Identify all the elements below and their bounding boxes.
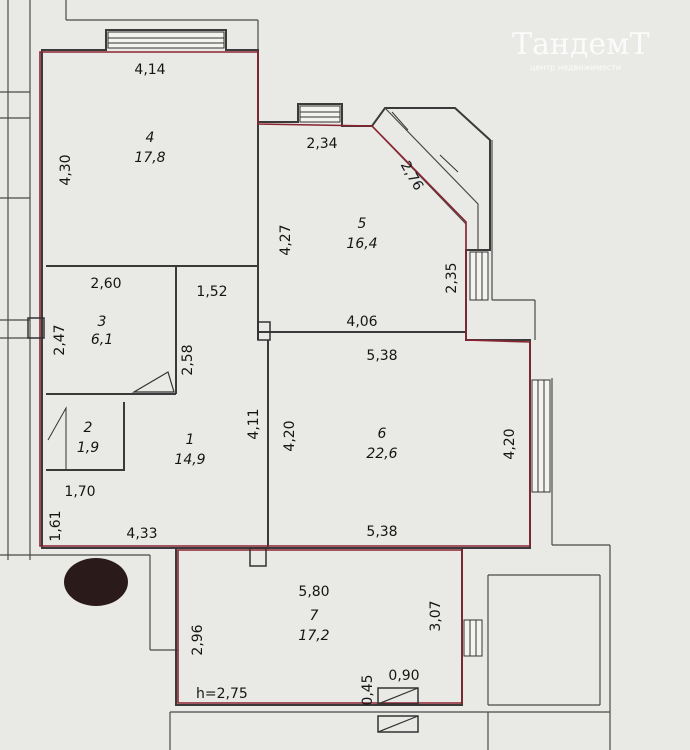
room-5-area: 16,4 [346,236,377,252]
room-labels: 4 17,8 5 16,4 3 6,1 2 1,9 1 14,9 6 22,6 … [77,130,398,644]
room-7-number: 7 [310,608,319,624]
dim-r1-bottom: 4,33 [126,526,157,542]
dim-r3-top: 2,60 [90,276,121,292]
windows [107,31,551,657]
room-1-number: 1 [186,432,195,448]
dim-r6-left: 4,20 [282,420,298,451]
window-room-5-top [299,105,341,123]
room-2-number: 2 [84,420,93,436]
dim-vent-a: 0,45 [360,674,376,705]
dim-r6-right: 4,20 [502,428,518,459]
vent-shaft-lower [377,715,419,733]
apartment-walls [41,29,531,706]
watermark-brand: ТандемТ [512,27,649,62]
dim-r2-bottom: 1,70 [64,484,95,500]
dim-r5-left: 4,27 [278,224,294,255]
room-7-area: 17,2 [298,628,329,644]
dim-r7-left: 2,96 [190,624,206,655]
room-5-number: 5 [358,216,367,232]
dim-left-small: 1,61 [48,510,64,541]
dim-r6-bottom: 5,38 [366,524,397,540]
bath-fixture [47,406,67,470]
column [257,321,271,341]
room-4-area: 17,8 [134,150,165,166]
dimension-labels: 4,14 4,30 2,34 2,76 4,27 2,35 4,06 2,60 … [48,62,518,706]
window-room-4 [107,31,225,49]
riser [27,317,45,339]
ceiling-height: h=2,75 [196,686,248,702]
dim-r5-top: 2,34 [306,136,337,152]
window-room-6 [531,379,551,493]
dim-r6-top: 5,38 [366,348,397,364]
room-3-area: 6,1 [91,332,113,348]
window-room-5-side [469,251,489,301]
room-1-area: 14,9 [174,452,205,468]
dim-r7-top: 5,80 [298,584,329,600]
column-lower [249,547,267,567]
stair-mark [131,371,175,393]
window-room-7 [463,619,483,657]
room-2-area: 1,9 [77,440,99,456]
area-boundary [39,51,531,704]
dim-r4-top: 4,14 [134,62,165,78]
dim-vent-b: 0,90 [388,668,419,684]
dim-r1-mid: 2,58 [180,344,196,375]
dim-r7-right: 3,07 [428,600,444,631]
vent-shaft [377,687,419,705]
room-6-area: 22,6 [366,446,397,462]
room-6-number: 6 [378,426,387,442]
dim-r3-left: 2,47 [52,324,68,355]
watermark: ТандемТ центр недвижимости [512,27,649,72]
watermark-tagline: центр недвижимости [530,63,621,72]
dim-r1-top: 1,52 [196,284,227,300]
redaction-blot [64,558,128,606]
room-3-number: 3 [98,314,107,330]
dim-r5-right: 2,35 [444,262,460,293]
dim-r4-left: 4,30 [58,154,74,185]
room-4-number: 4 [146,130,155,146]
fixtures [27,317,419,733]
dim-r1-right: 4,11 [246,408,262,439]
dim-r5-bottom: 4,06 [346,314,377,330]
